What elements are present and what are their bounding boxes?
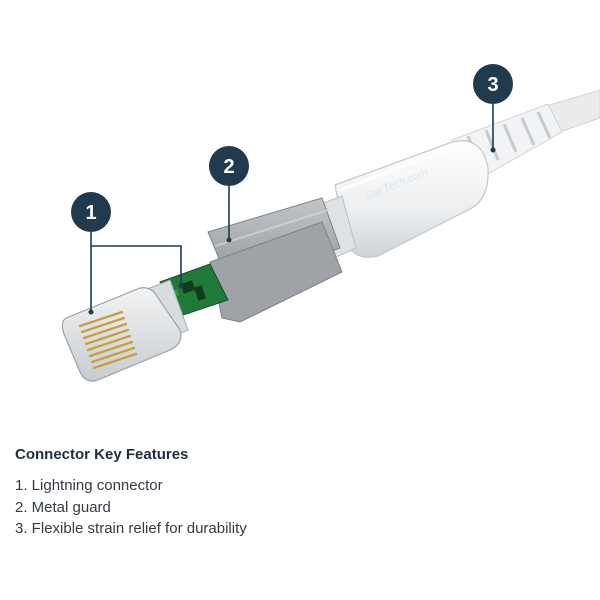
gold-pins [78, 310, 138, 370]
feature-item-lightning-connector: 1. Lightning connector [15, 477, 163, 494]
callout-3-number: 3 [487, 74, 498, 96]
cable-illustration: StarTech.com [61, 64, 600, 382]
cable-housing: StarTech.com [334, 140, 489, 258]
callout-2-number: 2 [223, 156, 234, 178]
features-heading: Connector Key Features [15, 446, 189, 463]
callout-leaders [90, 102, 494, 312]
callout-1-badge: 1 [71, 192, 111, 232]
callout-2-badge: 2 [209, 146, 249, 186]
callout-3-badge: 3 [473, 64, 513, 104]
features-list: 1. Lightning connector 2. Metal guard 3.… [15, 475, 247, 540]
leader-dots [88, 147, 496, 315]
callout-1-leader-b [91, 245, 182, 286]
callout-1-number: 1 [85, 202, 96, 224]
feature-item-strain-relief: 3. Flexible strain relief for durability [15, 520, 247, 537]
lightning-connector [61, 279, 189, 382]
metal-guard [207, 197, 343, 323]
feature-item-metal-guard: 2. Metal guard [15, 498, 111, 516]
